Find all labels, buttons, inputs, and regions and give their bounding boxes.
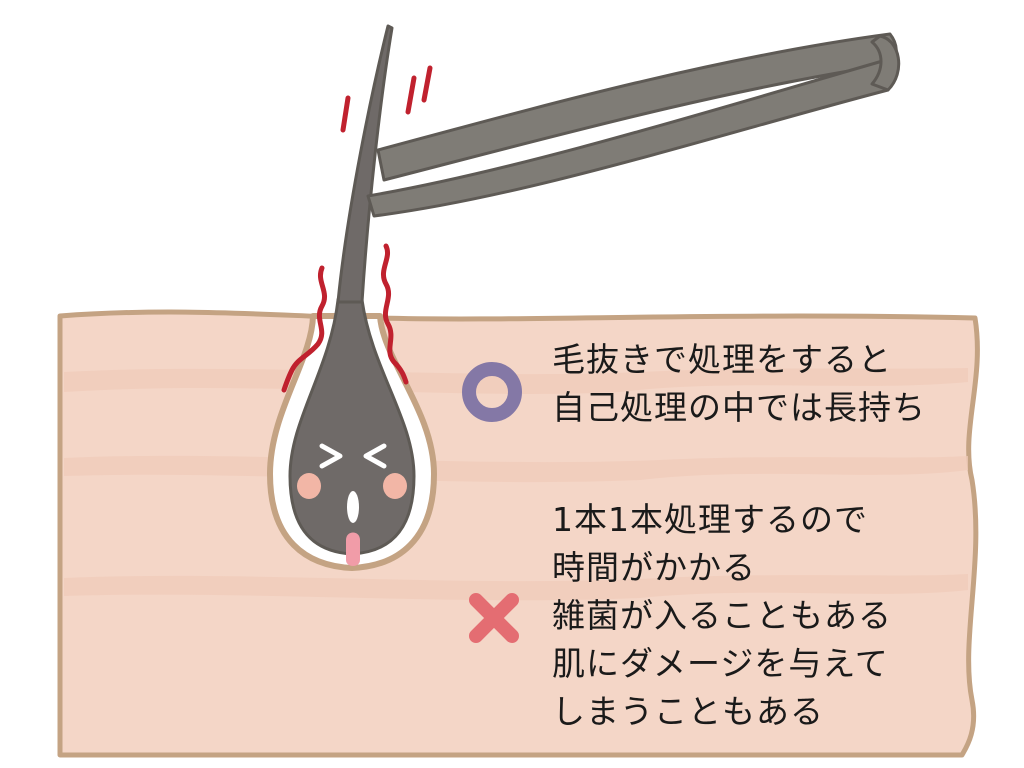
hair-strand <box>336 24 394 304</box>
cons-line-1: 1本1本処理するので <box>552 500 868 539</box>
right-cheek <box>383 473 407 499</box>
stress-marks <box>281 65 433 393</box>
cons-line-3: 雑菌が入ることもある <box>552 596 892 635</box>
pros-line-1: 毛抜きで処理をすると <box>552 340 892 379</box>
hair-follicle <box>267 24 437 571</box>
circle-mark-icon <box>462 362 522 422</box>
tweezer-pivot <box>870 34 901 92</box>
cross-mark-icon <box>469 593 519 643</box>
cons-line-4: 肌にダメージを与えて <box>552 644 889 683</box>
pros-line-2: 自己処理の中では長持ち <box>552 388 926 427</box>
tongue <box>346 532 360 566</box>
cons-text: 1本1本処理するので 時間がかかる 雑菌が入ることもある 肌にダメージを与えて … <box>552 496 892 736</box>
mouth <box>347 491 359 523</box>
stress-squiggle-right <box>380 243 409 385</box>
left-cheek <box>297 473 321 499</box>
left-eye <box>319 443 343 469</box>
stress-squiggle-left <box>281 265 328 393</box>
tweezers-icon <box>366 32 901 218</box>
pros-text: 毛抜きで処理をすると 自己処理の中では長持ち <box>552 336 926 432</box>
stress-line-left <box>340 95 351 133</box>
cons-line-5: しまうこともある <box>552 692 824 731</box>
bulb-face <box>297 443 407 566</box>
stress-line-right-1 <box>405 75 417 115</box>
right-eye <box>363 443 387 469</box>
stress-line-right-2 <box>421 65 433 103</box>
skin-band-lower <box>64 574 968 601</box>
cons-line-2: 時間がかかる <box>552 548 756 587</box>
